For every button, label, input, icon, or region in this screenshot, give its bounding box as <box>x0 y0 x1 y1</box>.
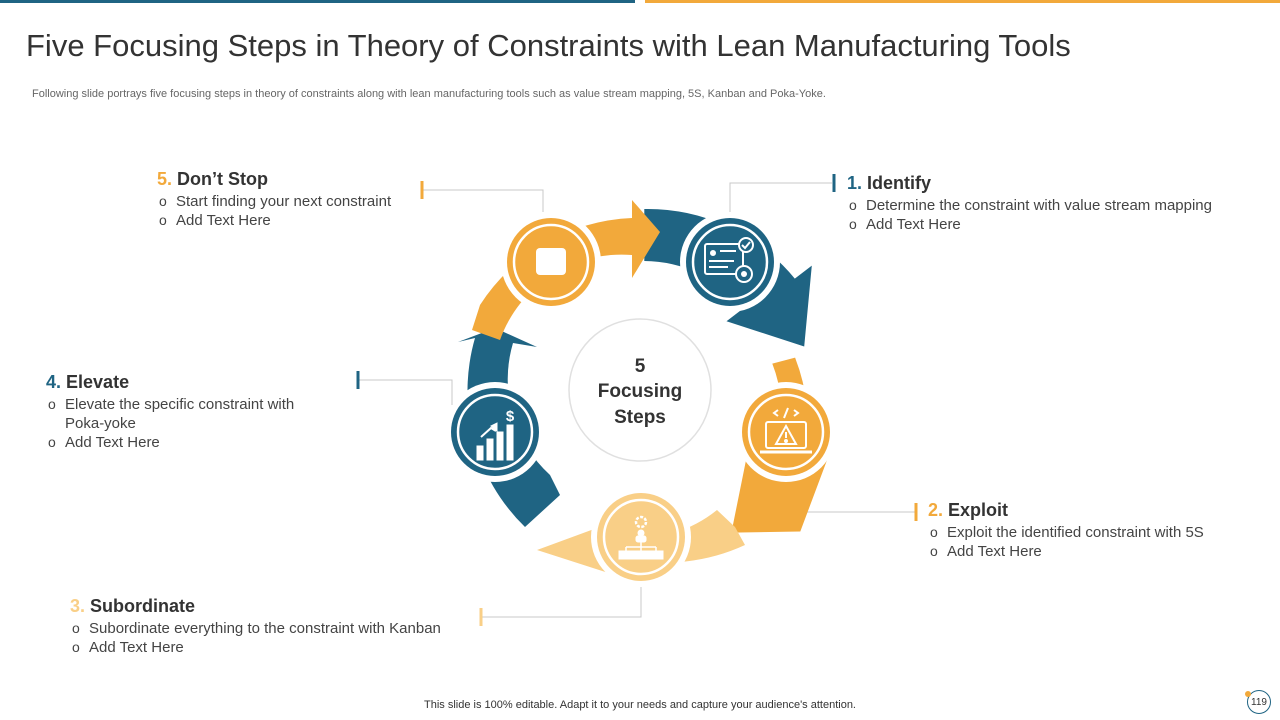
growth-chart-icon: $ <box>476 408 515 461</box>
node-identify <box>680 212 780 312</box>
step-dont-stop-label: Don’t Stop <box>177 169 269 189</box>
laptop-warning-icon <box>760 407 812 454</box>
step-dont-stop-bullet-2: Add Text Here <box>157 211 391 230</box>
page-number: 119 <box>1247 690 1271 714</box>
node-elevate: $ <box>445 382 545 482</box>
top-accent-bar-orange <box>645 0 1280 3</box>
node-subordinate <box>591 487 691 587</box>
document-checklist-icon <box>704 237 754 283</box>
node-exploit <box>736 382 836 482</box>
step-subordinate-bullet-2: Add Text Here <box>70 638 441 657</box>
step-exploit: 2. Exploit Exploit the identified constr… <box>928 500 1204 561</box>
step-identify: 1. Identify Determine the constraint wit… <box>847 173 1212 234</box>
connector-elevate <box>358 379 453 405</box>
step-elevate-bullet-1: Elevate the specific constraint with Pok… <box>46 395 336 433</box>
arrow-segment-dont-stop <box>472 200 660 340</box>
step-elevate: 4. Elevate Elevate the specific constrai… <box>46 372 336 452</box>
page-subtitle: Following slide portrays five focusing s… <box>32 88 826 100</box>
center-label-line2: Focusing <box>598 381 682 402</box>
step-subordinate-title: 3. Subordinate <box>70 596 441 617</box>
step-dont-stop-title: 5. Don’t Stop <box>157 169 391 190</box>
connector-identify <box>729 182 832 213</box>
step-identify-number: 1. <box>847 173 863 193</box>
svg-text:$: $ <box>506 408 515 425</box>
org-chart-gear-icon <box>618 515 664 560</box>
top-accent-bar-blue <box>0 0 635 3</box>
step-identify-label: Identify <box>867 173 932 193</box>
step-exploit-label: Exploit <box>948 500 1009 520</box>
step-elevate-label: Elevate <box>66 372 130 392</box>
step-dont-stop: 5. Don’t Stop Start finding your next co… <box>157 169 391 230</box>
step-exploit-bullet-2: Add Text Here <box>928 542 1204 561</box>
page-number-dot <box>1245 691 1251 697</box>
connector-exploit <box>805 480 916 513</box>
step-elevate-title: 4. Elevate <box>46 372 336 393</box>
step-dont-stop-number: 5. <box>157 169 173 189</box>
connector-ticks <box>356 174 918 626</box>
stop-square-icon <box>536 248 566 275</box>
step-identify-bullet-1: Determine the constraint with value stre… <box>847 196 1212 215</box>
node-dont-stop <box>501 212 601 312</box>
center-circle <box>568 318 712 462</box>
step-subordinate-label: Subordinate <box>90 596 196 616</box>
connector-dont-stop <box>422 189 544 212</box>
step-elevate-bullet-2: Add Text Here <box>46 433 336 452</box>
step-subordinate-number: 3. <box>70 596 86 616</box>
step-identify-bullet-2: Add Text Here <box>847 215 1212 234</box>
step-elevate-number: 4. <box>46 372 62 392</box>
step-subordinate-bullet-1: Subordinate everything to the constraint… <box>70 619 441 638</box>
step-exploit-number: 2. <box>928 500 944 520</box>
step-subordinate: 3. Subordinate Subordinate everything to… <box>70 596 441 657</box>
step-exploit-bullet-1: Exploit the identified constraint with 5… <box>928 523 1204 542</box>
center-label-line3: Steps <box>614 407 666 428</box>
step-dont-stop-bullet-1: Start finding your next constraint <box>157 192 391 211</box>
center-label-line1: 5 <box>635 356 646 377</box>
step-exploit-title: 2. Exploit <box>928 500 1204 521</box>
page-title: Five Focusing Steps in Theory of Constra… <box>26 28 1071 63</box>
step-identify-title: 1. Identify <box>847 173 1212 194</box>
footer-note: This slide is 100% editable. Adapt it to… <box>424 699 856 711</box>
connector-subordinate <box>481 585 642 618</box>
